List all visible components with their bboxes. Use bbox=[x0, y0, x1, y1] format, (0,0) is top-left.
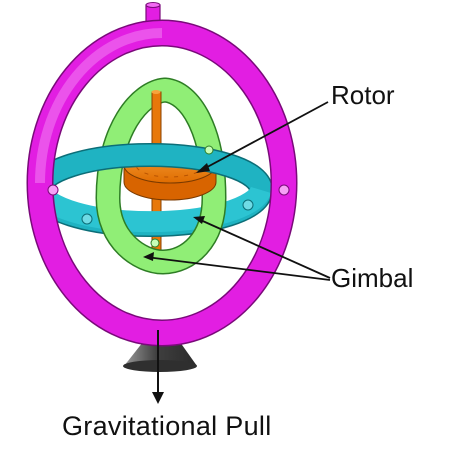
outer-ring bbox=[26, 19, 298, 347]
rotor-pointer bbox=[196, 101, 329, 173]
gravity-arrow bbox=[152, 330, 164, 404]
gimbal-pointer-upper bbox=[193, 216, 331, 279]
gimbal-pointer-lower bbox=[143, 252, 331, 281]
gimbal-label: Gimbal bbox=[331, 263, 414, 293]
gravitational-pull-label: Gravitational Pull bbox=[62, 411, 272, 441]
rotor-label: Rotor bbox=[331, 80, 395, 110]
